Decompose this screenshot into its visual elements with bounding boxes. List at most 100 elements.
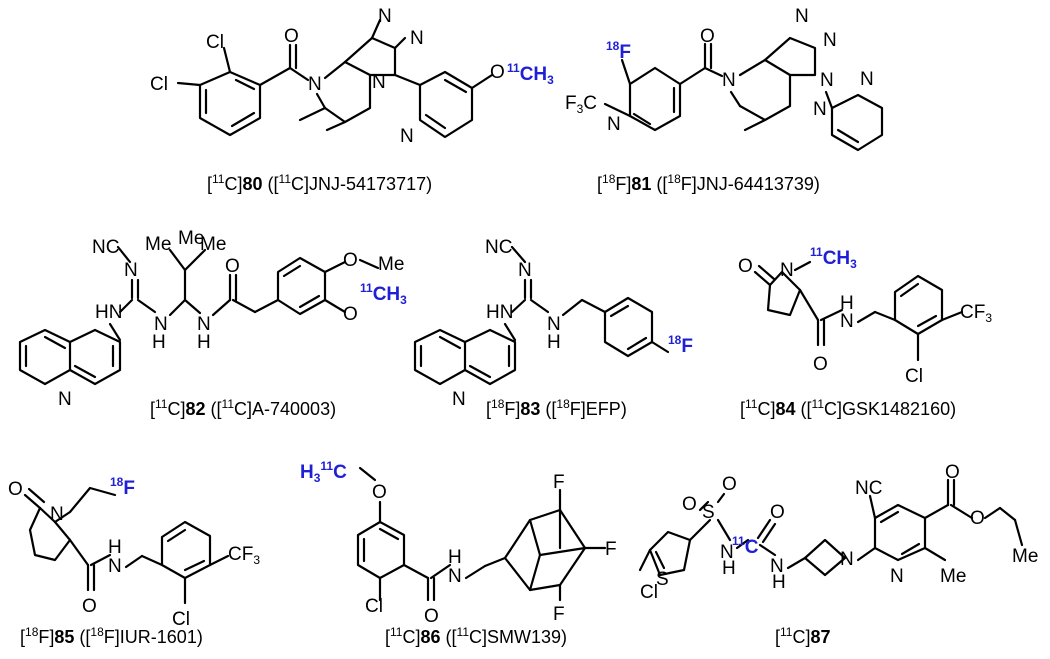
atom-f-86b: F — [605, 539, 617, 560]
compound-82-structure: NC N Me HN N H Me Me N H O O Me O 11CH3 — [18, 228, 407, 410]
atom-n-86: N — [448, 566, 462, 587]
caption-82: [11C]82 ([11C]A-740003) — [150, 397, 336, 419]
caption-83: [18F]83 ([18F]EFP) — [486, 397, 627, 419]
atom-n-82c: N — [197, 314, 211, 335]
atom-n-81b: N — [722, 70, 736, 91]
atom-o-82a: O — [225, 256, 240, 277]
atom-hn-83: HN — [486, 302, 513, 323]
atom-me-82a: Me — [145, 234, 171, 255]
atom-n-87c: N — [840, 549, 854, 570]
atom-n-82b: N — [154, 314, 168, 335]
atom-o-87a: O — [682, 494, 697, 515]
atom-n-81e: N — [820, 70, 834, 91]
atom-o-86: O — [372, 482, 387, 503]
label-f-81: 18F — [606, 39, 631, 63]
atom-n-81f: N — [860, 69, 874, 90]
atom-h-85b: H — [108, 537, 122, 558]
atom-cf3-84: CF3 — [960, 302, 992, 325]
atom-n-84b: N — [840, 311, 854, 332]
atom-cl-86: Cl — [365, 596, 383, 617]
atom-n-87b: N — [770, 556, 784, 577]
atom-n-80e: N — [400, 126, 414, 147]
atom-f-86a: F — [553, 472, 565, 493]
label-ch3-82: 11CH3 — [360, 281, 407, 307]
atom-n-83a: N — [518, 260, 532, 281]
atom-h-87b: H — [772, 572, 786, 593]
atom-n-81a: N — [607, 114, 621, 135]
atom-o-87c: O — [770, 502, 785, 523]
atom-h-84b: H — [840, 293, 854, 314]
label-f-83: 18F — [668, 333, 693, 357]
atom-cl-2: Cl — [150, 74, 168, 95]
compound-86-structure: H311C O Cl O N H F F F — [300, 459, 617, 627]
atom-h-82c: H — [197, 332, 211, 353]
label-h311c-86: H311C — [300, 459, 347, 485]
atom-cf3-85: CF3 — [228, 544, 260, 567]
compound-84-structure: O N 11CH3 O N H Cl CF3 — [738, 245, 992, 387]
compound-85-structure: O N 18F O N H Cl CF3 — [8, 475, 260, 630]
atom-n-80a: N — [308, 74, 322, 95]
label-ch3-84: 11CH3 — [810, 245, 857, 271]
caption-80: [11C]80 ([11C]JNJ-54173717) — [207, 172, 432, 194]
atom-n-85: N — [50, 504, 64, 525]
label-ch3-80: 11CH3 — [507, 61, 554, 87]
atom-n-83c: N — [452, 389, 466, 410]
atom-o-84a: O — [738, 256, 753, 277]
atom-n-81c: N — [795, 6, 809, 27]
atom-o-87b: O — [722, 474, 737, 495]
atom-n-81d: N — [823, 30, 837, 51]
atom-f3c-81: F3C — [565, 93, 597, 116]
atom-o-86b: O — [424, 606, 439, 627]
caption-81: [18F]81 ([18F]JNJ-64413739) — [597, 172, 820, 194]
atom-nc-82: NC — [92, 237, 119, 258]
caption-84: [11C]84 ([11C]GSK1482160) — [740, 397, 956, 419]
atom-o-80b: O — [490, 62, 505, 83]
label-f-85: 18F — [110, 475, 135, 499]
atom-me-82b: Me — [178, 228, 204, 249]
atom-n-80d: N — [372, 72, 386, 93]
atom-o-87e: O — [970, 508, 985, 529]
atom-cl-84: Cl — [905, 366, 923, 387]
compound-81-structure: N 18F F3C O N N N N N N — [565, 6, 884, 152]
atom-f-86c: F — [553, 604, 565, 625]
atom-me-87a: Me — [940, 566, 966, 587]
atom-o-80a: O — [284, 26, 299, 47]
atom-s-87: S — [702, 502, 715, 523]
atom-n-87d: N — [890, 566, 904, 587]
atom-n-80c: N — [410, 28, 424, 49]
compound-87-structure: O O S S Cl N H 11C O N H N N NC Me — [638, 462, 1038, 603]
atom-n-83b: N — [547, 314, 561, 335]
atom-h-82b: H — [152, 332, 166, 353]
caption-87: [11C]87 — [775, 625, 831, 647]
atom-cl-85: Cl — [172, 609, 190, 630]
atom-me-82c: Me — [200, 234, 226, 255]
atom-h-87a: H — [722, 558, 736, 579]
atom-o-84b: O — [813, 354, 828, 375]
atom-o-87d: O — [945, 462, 960, 483]
atom-cl-87: Cl — [640, 582, 658, 603]
atom-h-83b: H — [547, 332, 561, 353]
atom-o-82b: O — [343, 250, 358, 271]
atom-h-86: H — [448, 547, 462, 568]
atom-n-82d: N — [58, 389, 72, 410]
caption-85: [18F]85 ([18F]IUR-1601) — [20, 625, 203, 647]
caption-86: [11C]86 ([11C]SMW139) — [385, 625, 567, 647]
atom-nc-83: NC — [485, 237, 512, 258]
atom-n-85b: N — [108, 556, 122, 577]
label-c-87: 11C — [732, 534, 759, 558]
atom-n-87a: N — [720, 542, 734, 563]
compound-80-structure: Cl Cl O N N N N N O 11CH3 — [150, 6, 554, 147]
atom-o-85a: O — [8, 479, 23, 500]
atom-cl-1: Cl — [206, 32, 224, 53]
atom-nc-87: NC — [855, 478, 882, 499]
atom-o-82c: O — [343, 304, 358, 325]
atom-me-87b: Me — [1012, 546, 1038, 567]
atom-n-84: N — [780, 260, 794, 281]
atom-hn-82: HN — [95, 302, 122, 323]
compound-83-structure: NC N HN N H 18F N — [413, 237, 693, 410]
atom-o-81: O — [700, 26, 715, 47]
atom-n-80b: N — [378, 6, 392, 27]
atom-n-81g: N — [813, 99, 827, 120]
atom-me-82d: Me — [378, 254, 404, 275]
